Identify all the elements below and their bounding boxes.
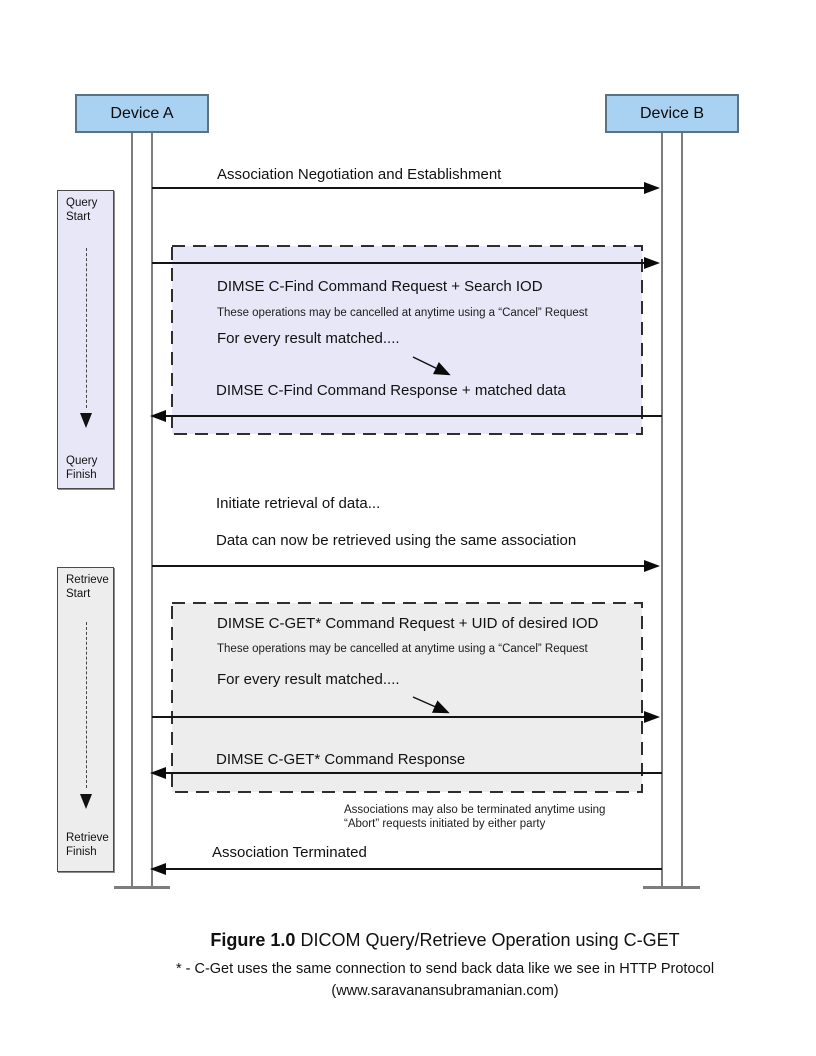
- msg-cfind-request-arrowhead-icon: [644, 257, 660, 269]
- query-loop-arrow-icon: [412, 356, 451, 376]
- actor-device-b-label: Device B: [639, 104, 705, 122]
- retrieve-cancel-note: These operations may be cancelled at any…: [217, 643, 588, 655]
- msg-terminated-label: Association Terminated: [212, 844, 367, 861]
- msg-terminated-line: [164, 868, 662, 870]
- msg-negotiation-arrowhead-icon: [644, 182, 660, 194]
- footnote-line2: (www.saravanansubramanian.com): [331, 983, 559, 999]
- msg-cfind-response-arrowhead-icon: [150, 410, 166, 422]
- figure-caption-number: Figure 1.0: [210, 930, 296, 950]
- query-loop-note: For every result matched....: [217, 330, 400, 347]
- figure-caption-text: DICOM Query/Retrieve Operation using C-G…: [295, 930, 680, 950]
- query-activity-box: Query Start Query Finish: [57, 190, 114, 489]
- msg-cget-request-arrowhead-icon: [644, 711, 660, 723]
- retrieve-activity-box: Retrieve Start Retrieve Finish: [57, 567, 114, 872]
- query-fragment-box: [171, 245, 643, 435]
- msg-negotiation-line: [152, 187, 648, 189]
- retrieve-finish-label: Retrieve Finish: [66, 832, 109, 858]
- msg-retrieve-init-line: [152, 565, 648, 567]
- retrieve-loop-arrow-icon: [412, 696, 450, 714]
- cfind-response-label: DIMSE C-Find Command Response + matched …: [216, 382, 566, 399]
- msg-terminated-arrowhead-icon: [150, 863, 166, 875]
- cfind-request-label: DIMSE C-Find Command Request + Search IO…: [217, 278, 543, 295]
- cget-request-label: DIMSE C-GET* Command Request + UID of de…: [217, 615, 599, 632]
- abort-note-line1: Associations may also be terminated anyt…: [344, 804, 606, 816]
- msg-same-association-label: Data can now be retrieved using the same…: [216, 532, 577, 549]
- query-start-label: Query Start: [66, 197, 98, 223]
- query-duration-arrowhead-icon: [80, 413, 92, 428]
- msg-cget-response-arrowhead-icon: [150, 767, 166, 779]
- device-a-lifeline-left: [131, 133, 133, 888]
- actor-device-b: Device B: [605, 94, 739, 133]
- cget-response-label: DIMSE C-GET* Command Response: [216, 751, 466, 768]
- figure-caption: Figure 1.0 DICOM Query/Retrieve Operatio…: [74, 928, 816, 952]
- retrieve-loop-note: For every result matched....: [217, 671, 400, 688]
- query-finish-label: Query Finish: [66, 455, 98, 481]
- actor-device-a-label: Device A: [110, 104, 174, 122]
- retrieve-duration-dashed-line: [86, 622, 87, 788]
- device-b-lifeline-left: [661, 133, 663, 888]
- msg-negotiation-label: Association Negotiation and Establishmen…: [217, 166, 502, 183]
- msg-cfind-request-line: [152, 262, 648, 264]
- msg-cget-response-line: [164, 772, 662, 774]
- abort-note-line2: “Abort” requests initiated by either par…: [344, 818, 546, 830]
- query-cancel-note: These operations may be cancelled at any…: [217, 307, 588, 319]
- retrieve-fragment-box: [171, 602, 643, 793]
- footnote-line1: * - C-Get uses the same connection to se…: [175, 961, 715, 977]
- msg-retrieve-init-arrowhead-icon: [644, 560, 660, 572]
- device-b-lifeline-foot: [643, 886, 700, 889]
- msg-initiate-label: Initiate retrieval of data...: [216, 495, 381, 512]
- msg-cfind-response-line: [164, 415, 662, 417]
- retrieve-duration-arrowhead-icon: [80, 794, 92, 809]
- device-b-lifeline-right: [681, 133, 683, 888]
- device-a-lifeline-right: [151, 133, 153, 888]
- actor-device-a: Device A: [75, 94, 209, 133]
- retrieve-start-label: Retrieve Start: [66, 574, 109, 600]
- msg-cget-request-line: [152, 716, 648, 718]
- query-duration-dashed-line: [86, 248, 87, 408]
- device-a-lifeline-foot: [114, 886, 170, 889]
